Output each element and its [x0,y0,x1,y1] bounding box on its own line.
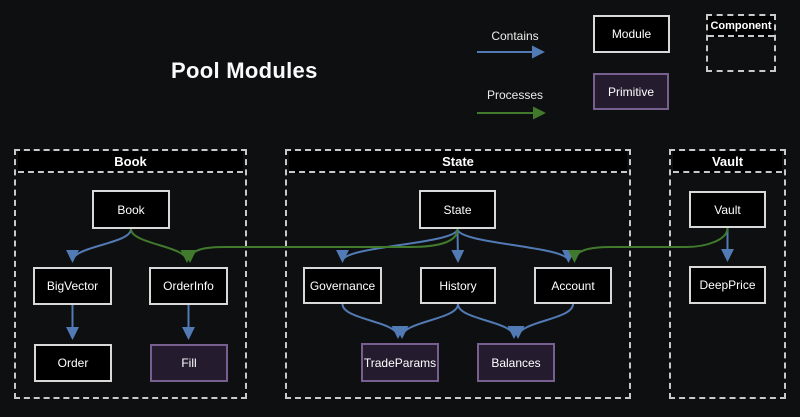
node-orderinfo: OrderInfo [149,267,228,305]
node-history: History [420,267,496,304]
node-account: Account [534,267,612,304]
legend-module-box: Module [593,15,670,53]
node-deepprice: DeepPrice [689,266,766,304]
node-state: State [419,190,496,229]
node-balances: Balances [477,343,555,382]
container-book-title: Book [18,151,243,173]
container-vault: Vault [669,149,786,399]
page-title: Pool Modules [171,58,318,83]
node-bigvector: BigVector [33,267,112,305]
legend-contains-label: Contains [491,29,539,43]
legend-processes-label: Processes [486,88,544,102]
container-state: State [285,149,631,399]
container-state-title: State [289,151,627,173]
node-order: Order [34,344,112,382]
node-vault: Vault [689,191,766,228]
legend-primitive-box: Primitive [593,73,669,110]
node-governance: Governance [303,267,382,304]
legend-component-box: Component [706,14,776,72]
container-book: Book [14,149,247,399]
node-tradeparams: TradeParams [361,343,439,382]
node-book: Book [92,190,170,229]
container-vault-title: Vault [673,151,782,173]
node-fill: Fill [150,344,228,382]
legend-component-label: Component [708,16,774,37]
